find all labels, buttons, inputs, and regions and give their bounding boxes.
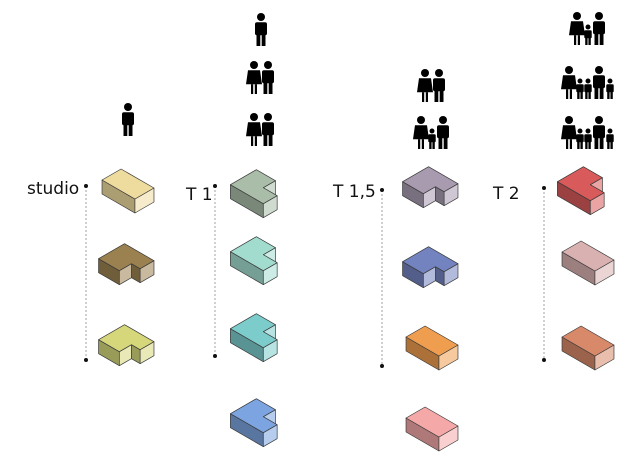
t1-unit-3 bbox=[230, 313, 278, 363]
studio-unit-3 bbox=[98, 324, 155, 367]
person-icon bbox=[417, 69, 433, 102]
t15-unit-1 bbox=[402, 166, 459, 209]
t2-axis-dot bbox=[542, 186, 546, 190]
t1-axis-dot bbox=[213, 354, 217, 358]
t15-unit-3 bbox=[405, 325, 459, 371]
person-icon bbox=[246, 113, 262, 146]
t15-unit-4 bbox=[405, 406, 459, 452]
studio-unit-1 bbox=[101, 168, 155, 214]
child-icon bbox=[606, 78, 614, 99]
person-icon bbox=[437, 116, 449, 149]
child-icon bbox=[576, 128, 584, 149]
child-icon bbox=[584, 128, 592, 149]
child-icon bbox=[576, 78, 584, 99]
person-icon bbox=[262, 61, 274, 94]
child-icon bbox=[584, 78, 592, 99]
child-icon bbox=[428, 128, 436, 149]
person-icon bbox=[593, 66, 605, 99]
label-t1-5: T 1,5 bbox=[333, 182, 376, 202]
person-icon bbox=[255, 13, 267, 46]
person-icon bbox=[569, 12, 585, 45]
t2-unit-2 bbox=[561, 240, 615, 286]
person-icon bbox=[593, 116, 605, 149]
t1-axis-dot bbox=[213, 184, 217, 188]
studio-axis-dot bbox=[84, 358, 88, 362]
person-icon bbox=[433, 69, 445, 102]
person-icon bbox=[561, 116, 577, 149]
person-icon bbox=[413, 116, 429, 149]
t15-axis-dot bbox=[380, 188, 384, 192]
t15-axis-dot bbox=[380, 364, 384, 368]
t1-unit-2 bbox=[230, 236, 278, 286]
label-t2: T 2 bbox=[493, 184, 520, 204]
label-studio: studio bbox=[27, 179, 80, 199]
person-icon bbox=[262, 113, 274, 146]
person-icon bbox=[593, 12, 605, 45]
person-icon bbox=[246, 61, 262, 94]
child-icon bbox=[606, 128, 614, 149]
label-t1: T 1 bbox=[186, 185, 213, 205]
t1-unit-1 bbox=[230, 169, 278, 219]
t2-unit-1 bbox=[557, 166, 605, 216]
person-icon bbox=[122, 103, 134, 136]
t2-unit-3 bbox=[561, 325, 615, 371]
person-icon bbox=[561, 66, 577, 99]
studio-unit-2 bbox=[98, 243, 155, 286]
child-icon bbox=[584, 24, 592, 45]
studio-axis-dot bbox=[84, 184, 88, 188]
t2-axis-dot bbox=[542, 358, 546, 362]
t1-unit-4 bbox=[230, 398, 278, 448]
t15-unit-2 bbox=[402, 246, 459, 289]
